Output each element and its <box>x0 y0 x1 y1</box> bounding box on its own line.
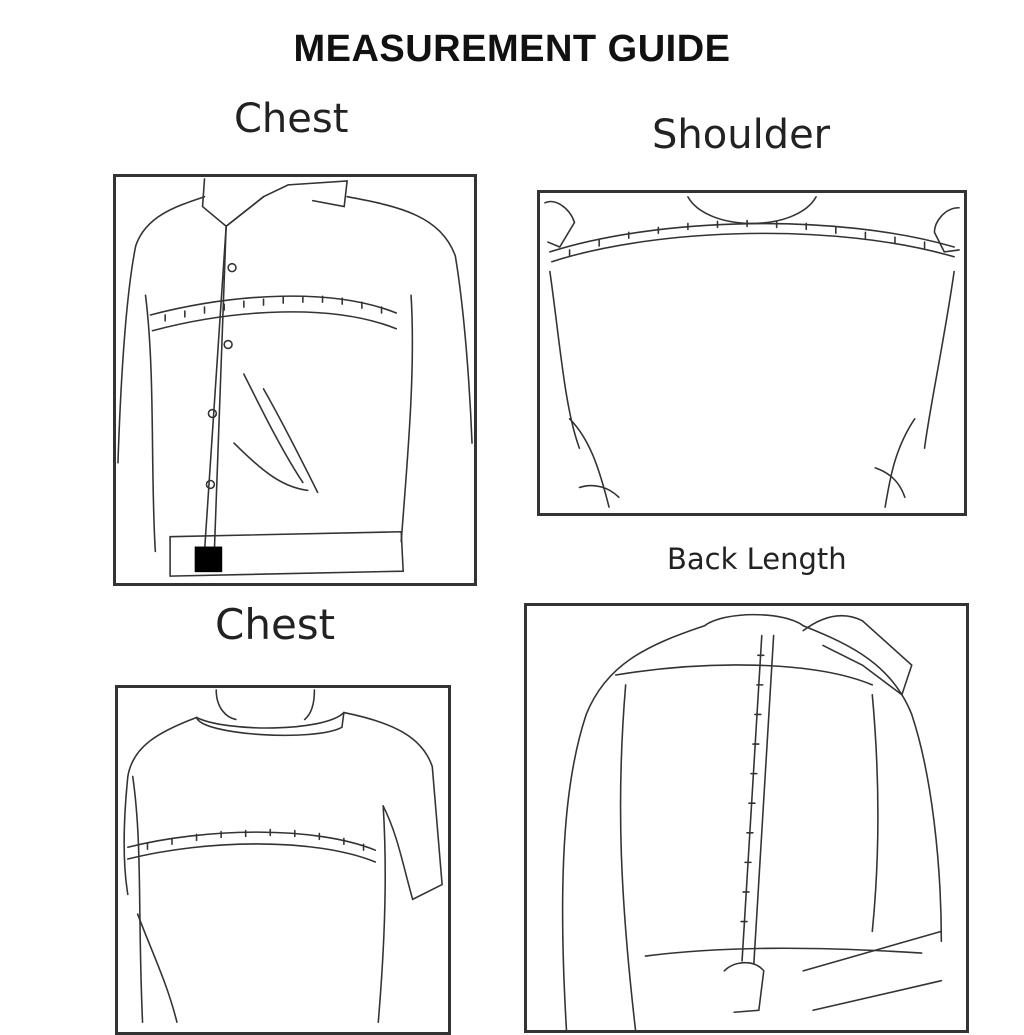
chest-tshirt-illustration <box>115 685 451 1035</box>
shoulder-label: Shoulder <box>652 112 831 158</box>
chest-tshirt-label: Chest <box>215 600 336 649</box>
page-title: MEASUREMENT GUIDE <box>293 28 731 70</box>
chest-shirt-label: Chest <box>234 96 349 142</box>
back-length-illustration <box>524 603 969 1033</box>
back-length-label: Back Length <box>667 542 847 576</box>
shoulder-illustration <box>537 190 967 516</box>
chest-shirt-illustration <box>113 174 477 586</box>
